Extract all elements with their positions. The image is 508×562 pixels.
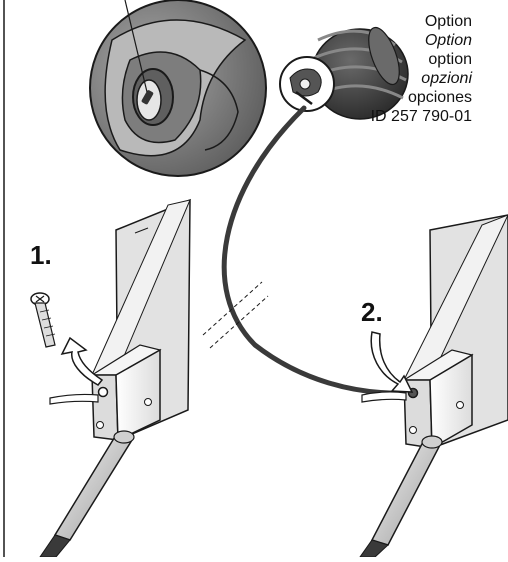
- option-label-it: opzioni: [421, 70, 472, 87]
- step-1-label: 1.: [30, 240, 52, 270]
- cable-line: [221, 105, 411, 396]
- option-label-de: Option: [424, 13, 472, 30]
- encoder-right: [359, 214, 508, 558]
- remove-arrow-icon: [60, 336, 104, 386]
- screw-icon: [30, 292, 56, 348]
- insert-arrow-icon: [370, 331, 414, 393]
- screw-leader-line: [124, 0, 148, 93]
- part-id-label: ID 257 790-01: [370, 108, 472, 125]
- mounting-hole: [409, 426, 417, 434]
- screw-hole: [97, 386, 109, 398]
- encoder-left: [30, 198, 191, 558]
- option-label-fr: option: [428, 51, 472, 68]
- break-mark: [202, 281, 263, 336]
- mounting-hole: [96, 421, 104, 429]
- break-mark: [209, 295, 269, 349]
- option-label-en: Option: [424, 32, 472, 49]
- option-label-es: opciones: [407, 89, 472, 106]
- cable-accessory: [202, 26, 411, 396]
- step-2-label: 2.: [361, 297, 383, 327]
- mounting-hole: [456, 401, 464, 409]
- zoom-detail-circle: [89, 0, 267, 177]
- mounting-hole: [144, 398, 152, 406]
